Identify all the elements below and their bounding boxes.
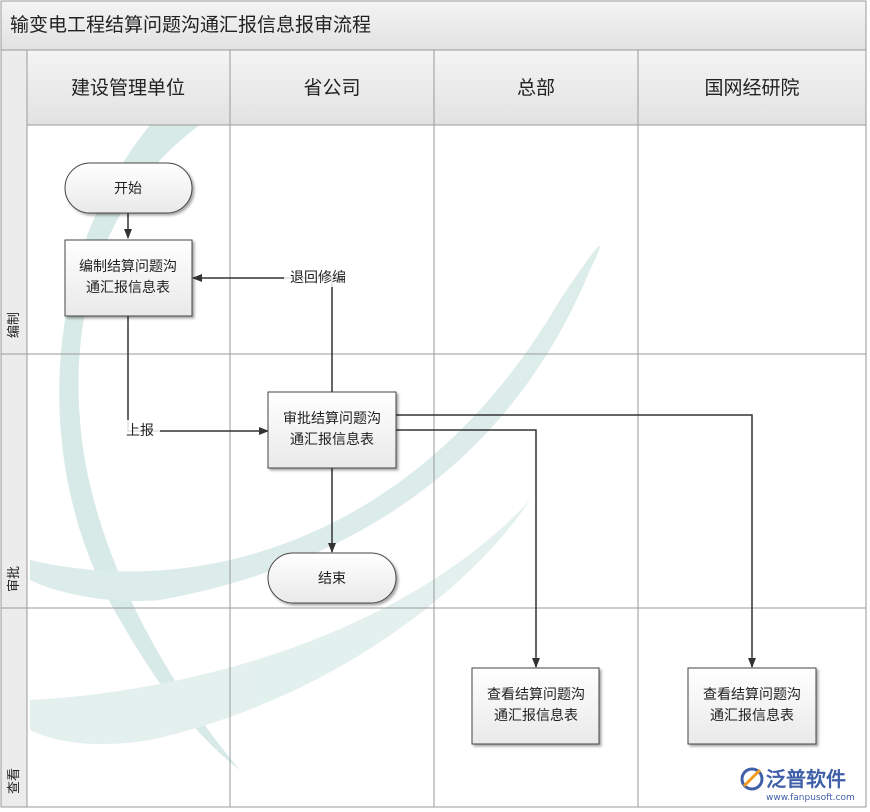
node-approve-line2: 通汇报信息表 [290, 431, 374, 448]
node-draft-line1: 编制结算问题沟 [79, 259, 177, 275]
node-view-headquarters: 查看结算问题沟 通汇报信息表 [471, 667, 600, 745]
node-approve: 审批结算问题沟 通汇报信息表 [267, 391, 397, 469]
edge-approve-to-institute [396, 414, 756, 668]
node-view-inst-line1: 查看结算问题沟 [703, 687, 801, 703]
node-start-label: 开始 [114, 181, 142, 197]
node-view-institute: 查看结算问题沟 通汇报信息表 [687, 667, 817, 745]
node-start: 开始 [64, 162, 193, 214]
brand-logo-icon [740, 767, 764, 791]
lane-header-row [26, 49, 867, 126]
node-draft-line2: 通汇报信息表 [86, 279, 170, 296]
row-label-approve: 审批 [7, 566, 22, 592]
lane-header-economic-institute: 国网经研院 [704, 77, 799, 99]
node-view-hq-line1: 查看结算问题沟 [487, 687, 585, 703]
background-watermark [30, 125, 600, 770]
row-label-view: 查看 [6, 768, 22, 794]
lane-header-construction-unit: 建设管理单位 [71, 77, 185, 99]
edge-label-report: 上报 [126, 423, 154, 439]
diagram-title: 输变电工程结算问题沟通汇报信息报审流程 [10, 14, 371, 36]
node-draft: 编制结算问题沟 通汇报信息表 [64, 239, 193, 317]
node-view-inst-line2: 通汇报信息表 [710, 707, 794, 724]
lane-header-provincial-company: 省公司 [303, 77, 360, 99]
node-view-hq-line2: 通汇报信息表 [494, 707, 578, 724]
node-approve-line1: 审批结算问题沟 [283, 411, 381, 427]
brand-logo-name: 泛普软件 [766, 767, 846, 791]
node-end-label: 结束 [318, 571, 346, 587]
edges [124, 213, 756, 668]
lane-header-headquarters: 总部 [517, 77, 555, 99]
brand-logo-url: www.fanpusoft.com [766, 793, 855, 803]
edge-label-return: 退回修编 [290, 270, 346, 286]
row-label-compile: 编制 [7, 312, 22, 338]
brand-logo: 泛普软件 www.fanpusoft.com [740, 767, 855, 803]
edge-approve-to-hq [396, 429, 540, 668]
edge-return [192, 274, 333, 392]
node-end: 结束 [267, 552, 397, 604]
grid-lines [1, 50, 867, 808]
title-bar [0, 0, 867, 51]
row-label-column [0, 49, 28, 808]
edge-report [127, 316, 269, 435]
